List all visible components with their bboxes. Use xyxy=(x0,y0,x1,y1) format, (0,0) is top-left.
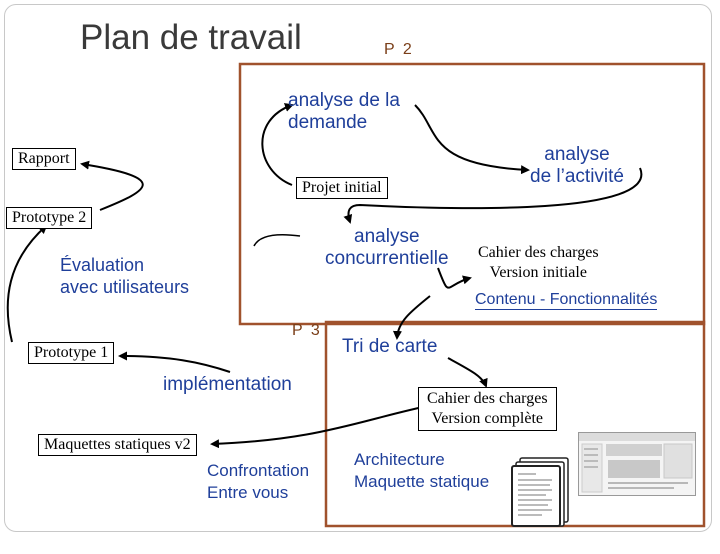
box-cahier-initial-line1: Cahier des charges xyxy=(478,243,599,263)
box-cahier-initial: Cahier des charges Version initiale xyxy=(474,243,603,283)
phase-label-p2: P 2 xyxy=(384,41,414,59)
box-rapport: Rapport xyxy=(12,148,76,170)
box-maquettes: Maquettes statiques v2 xyxy=(38,434,197,456)
arrow-concurrentielle-to-cahier xyxy=(438,268,470,288)
node-analyse-activite: analyse de l’activité xyxy=(530,144,624,188)
arrow-concurrentielle-to-evaluation xyxy=(254,235,300,246)
box-cahier-complete: Cahier des charges Version complète xyxy=(418,387,557,431)
box-prototype-2: Prototype 2 xyxy=(6,207,92,229)
arrow-implementation-to-prototype1 xyxy=(120,356,230,372)
document-stack-thumbnail xyxy=(506,454,576,554)
node-tri-carte: Tri de carte xyxy=(342,336,437,358)
node-evaluation-line1: Évaluation xyxy=(60,254,189,276)
box-cahier-complete-line2: Version complète xyxy=(427,409,548,429)
node-analyse-demande: analyse de la demande xyxy=(288,90,400,134)
arrow-prototype1-to-prototype2 xyxy=(8,226,46,342)
node-analyse-demande-line1: analyse de la xyxy=(288,90,400,112)
node-architecture-line1: Architecture xyxy=(354,449,489,471)
slide-title: Plan de travail xyxy=(80,18,302,58)
arrow-prototype2-to-rapport xyxy=(82,164,143,210)
node-confrontation-line2: Entre vous xyxy=(207,482,309,504)
node-analyse-concurrentielle-line2: concurrentielle xyxy=(325,248,449,270)
node-analyse-activite-line1: analyse xyxy=(530,144,624,166)
arrow-contenu-to-tri xyxy=(397,296,430,338)
box-projet-initial: Projet initial xyxy=(296,177,388,199)
node-confrontation-line1: Confrontation xyxy=(207,460,309,482)
node-implementation: implémentation xyxy=(163,374,292,396)
node-analyse-activite-line2: de l’activité xyxy=(530,166,624,188)
arrow-cahier-to-maquettes xyxy=(212,405,432,444)
node-confrontation: Confrontation Entre vous xyxy=(207,460,309,504)
arrow-tri-to-cahier-complete xyxy=(448,358,486,386)
node-evaluation-line2: avec utilisateurs xyxy=(60,276,189,298)
node-architecture: Architecture Maquette statique xyxy=(354,449,489,493)
node-analyse-demande-line2: demande xyxy=(288,112,400,134)
node-evaluation: Évaluation avec utilisateurs xyxy=(60,254,189,298)
node-architecture-line2: Maquette statique xyxy=(354,471,489,493)
webpage-screenshot-thumbnail xyxy=(578,432,696,496)
node-analyse-concurrentielle-line1: analyse xyxy=(325,226,449,248)
phase-label-p3: P 3 xyxy=(292,322,322,340)
diagram-slide: Plan de travail P 2 P 3 analyse de la de… xyxy=(0,0,720,540)
arrow-demande-to-activite xyxy=(415,105,528,170)
box-cahier-complete-line1: Cahier des charges xyxy=(427,389,548,409)
box-cahier-initial-line2: Version initiale xyxy=(478,263,599,283)
node-contenu: Contenu - Fonctionnalités xyxy=(475,291,657,310)
node-analyse-concurrentielle: analyse concurrentielle xyxy=(325,226,449,270)
box-prototype-1: Prototype 1 xyxy=(28,342,114,364)
